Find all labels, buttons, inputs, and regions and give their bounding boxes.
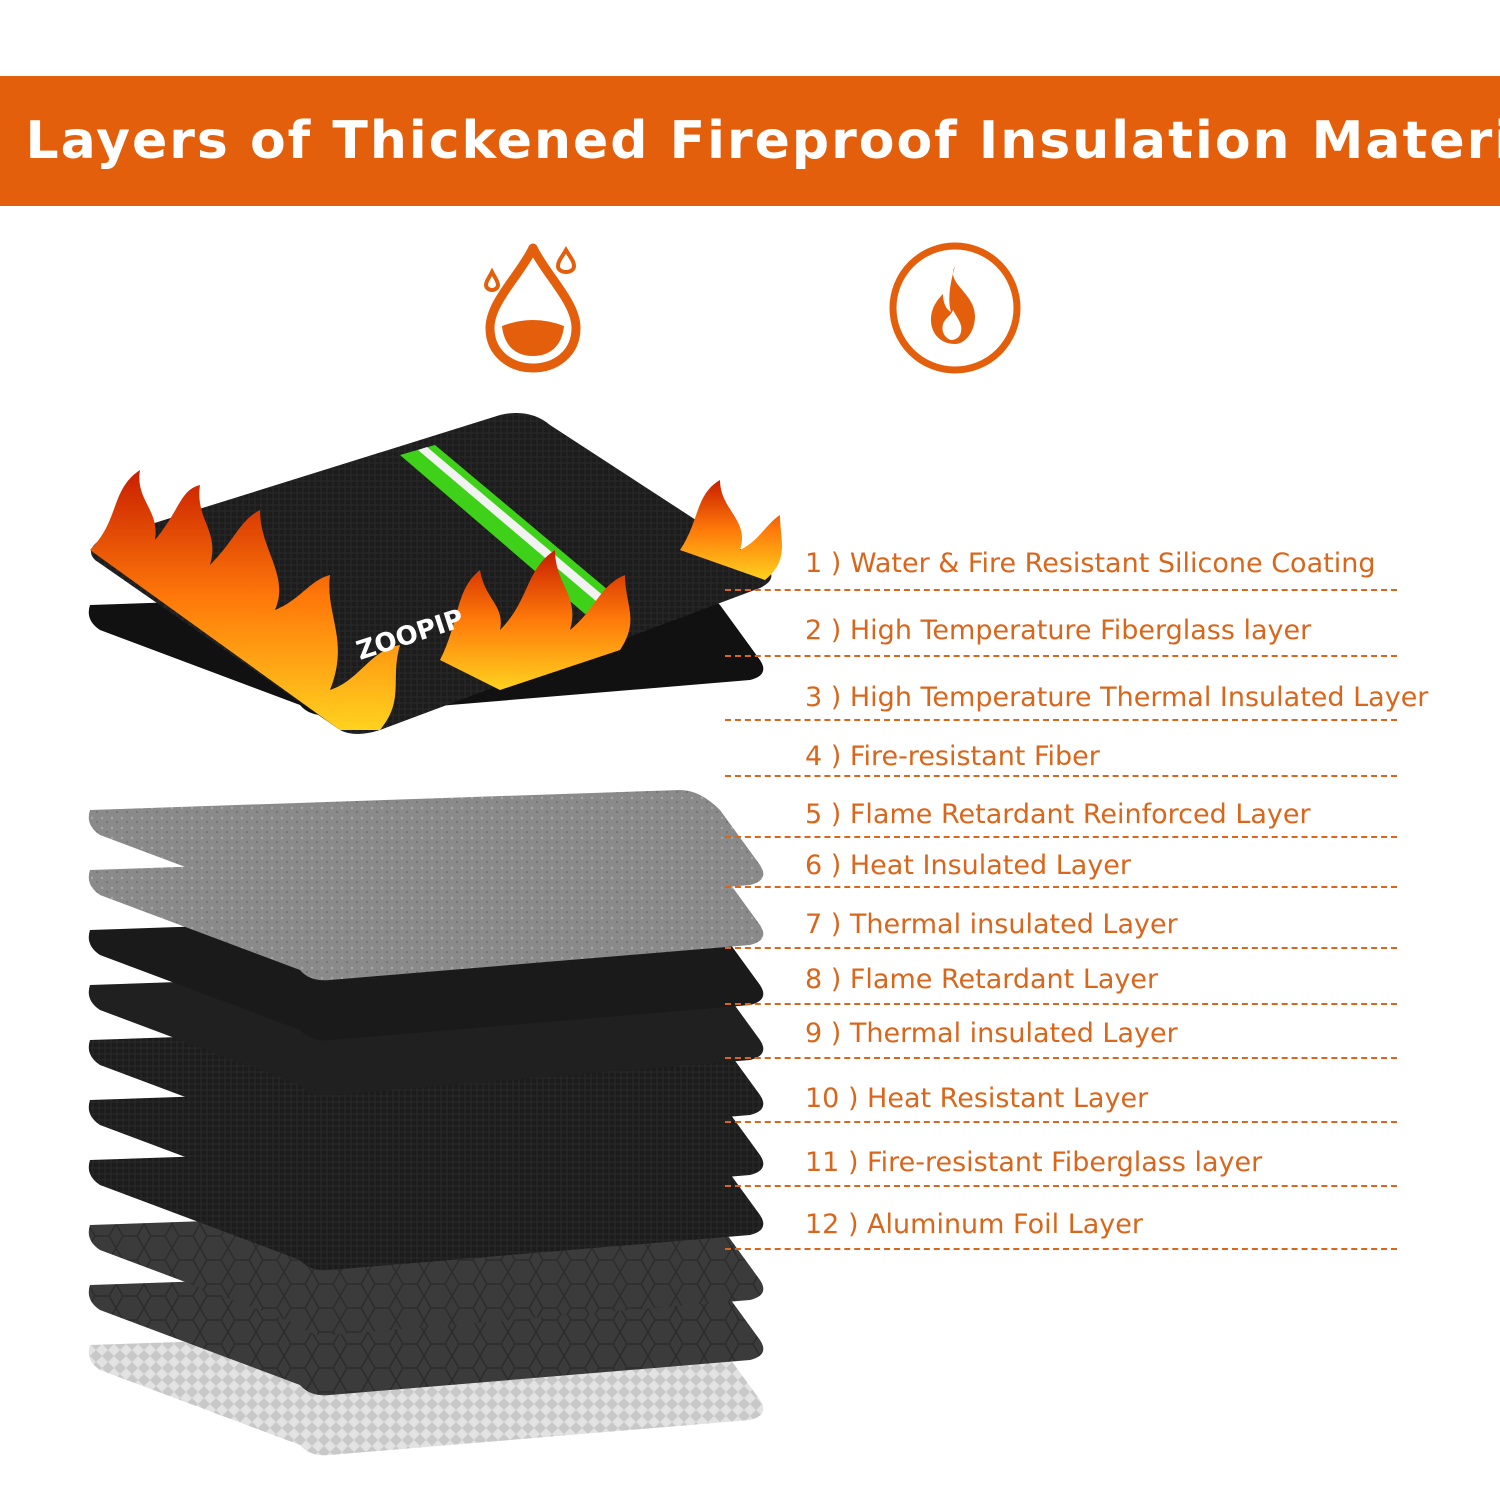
layer-label-6: 6 ) Heat Insulated Layer bbox=[805, 850, 1132, 881]
flame-circle-icon bbox=[885, 238, 1025, 378]
layer-stack-illustration: ZOOPIP bbox=[88, 412, 782, 1456]
layer-label-5: 5 ) Flame Retardant Reinforced Layer bbox=[805, 799, 1311, 830]
layer-label-11: 11 ) Fire-resistant Fiberglass layer bbox=[805, 1147, 1263, 1178]
layer-label-9: 9 ) Thermal insulated Layer bbox=[805, 1018, 1178, 1049]
layer-label-2: 2 ) High Temperature Fiberglass layer bbox=[805, 615, 1312, 646]
leader-line-1 bbox=[725, 589, 1397, 591]
flames bbox=[90, 470, 782, 730]
layer-label-10: 10 ) Heat Resistant Layer bbox=[805, 1083, 1149, 1114]
leader-line-11 bbox=[725, 1185, 1397, 1187]
layer-label-4: 4 ) Fire-resistant Fiber bbox=[805, 741, 1100, 772]
leader-line-9 bbox=[725, 1057, 1397, 1059]
leader-line-4 bbox=[725, 775, 1397, 777]
leader-line-7 bbox=[725, 947, 1397, 949]
page-title: 12 Layers of Thickened Fireproof Insulat… bbox=[0, 111, 1500, 171]
layer-label-1: 1 ) Water & Fire Resistant Silicone Coat… bbox=[805, 548, 1376, 579]
leader-line-2 bbox=[725, 655, 1397, 657]
layer-label-8: 8 ) Flame Retardant Layer bbox=[805, 964, 1159, 995]
layer-label-3: 3 ) High Temperature Thermal Insulated L… bbox=[805, 682, 1429, 713]
layer-3-sheet bbox=[88, 790, 764, 921]
leader-line-8 bbox=[725, 1003, 1397, 1005]
layer-label-7: 7 ) Thermal insulated Layer bbox=[805, 909, 1178, 940]
leader-line-5 bbox=[725, 836, 1397, 838]
leader-line-6 bbox=[725, 886, 1397, 888]
leader-line-3 bbox=[725, 719, 1397, 721]
layer-1-sheet: ZOOPIP bbox=[90, 412, 782, 734]
leader-line-12 bbox=[725, 1248, 1397, 1250]
layer-label-12: 12 ) Aluminum Foil Layer bbox=[805, 1209, 1144, 1240]
title-banner: 12 Layers of Thickened Fireproof Insulat… bbox=[0, 76, 1500, 206]
water-drop-icon bbox=[478, 240, 588, 375]
leader-line-10 bbox=[725, 1121, 1397, 1123]
